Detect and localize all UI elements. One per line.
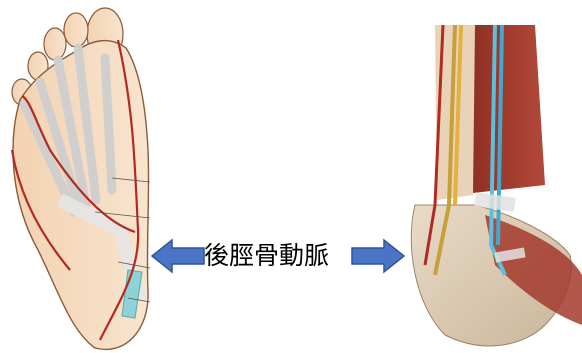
ankle-anatomy-render: [395, 25, 582, 353]
caption-with-arrows: 後脛骨動脈: [150, 232, 406, 280]
arrow-left-icon: [150, 238, 206, 274]
artery-label: 後脛骨動脈: [204, 241, 354, 271]
plantar-foot-illustration: [0, 0, 165, 353]
arrow-right-icon: [350, 238, 406, 274]
